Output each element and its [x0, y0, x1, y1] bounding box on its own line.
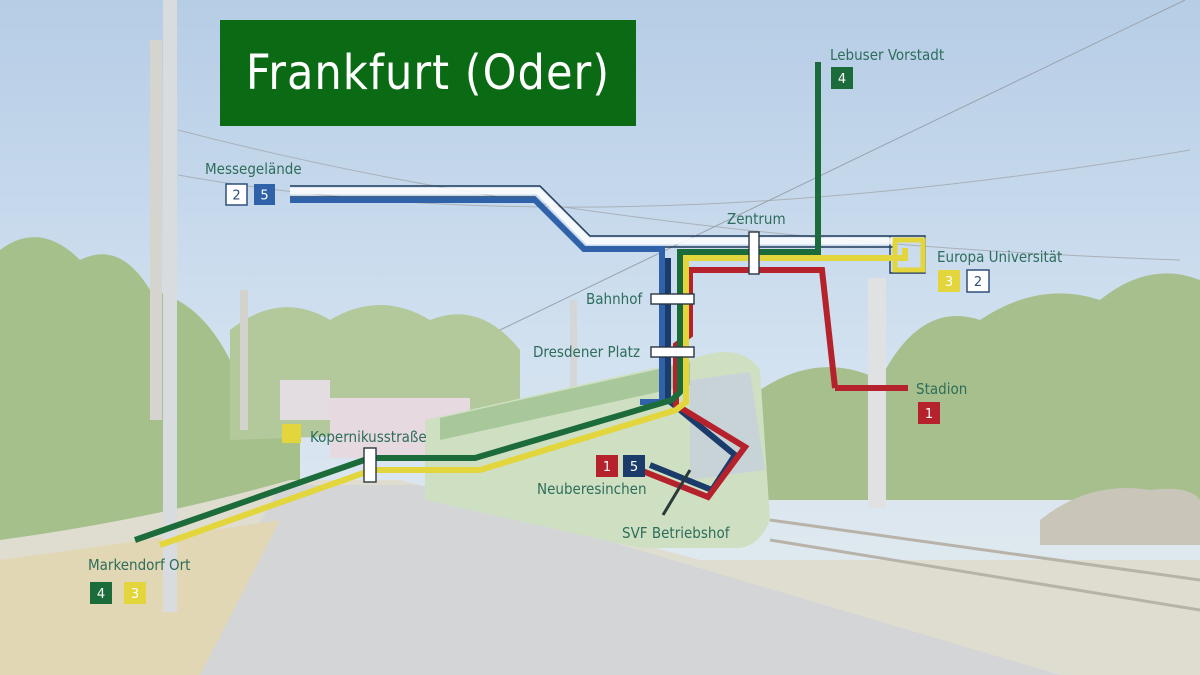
station-markers	[363, 231, 760, 483]
bahnhof-stop-marker	[650, 293, 695, 305]
label-messegelaende: Messegelände	[205, 160, 302, 178]
title-panel-container: Frankfurt (Oder)	[220, 20, 636, 126]
label-bahnhof: Bahnhof	[586, 290, 643, 308]
line-badges: 2 5 4 3 2 1 1 5 4 3	[90, 67, 990, 604]
label-kopernikusstrasse: Kopernikusstraße	[310, 428, 427, 446]
badge-messe-5: 5	[260, 189, 268, 204]
station-labels: Messegelände Lebuser Vorstadt Zentrum Eu…	[88, 46, 1062, 574]
kopernikusstrasse-marker	[282, 424, 301, 443]
depot-spur	[661, 469, 692, 516]
label-stadion: Stadion	[916, 380, 967, 398]
label-zentrum: Zentrum	[727, 210, 786, 228]
badge-stadion-1: 1	[925, 407, 933, 422]
line-4-route	[134, 62, 821, 543]
badge-messe-2: 2	[232, 189, 240, 204]
label-svf-betriebshof: SVF Betriebshof	[622, 524, 731, 542]
label-markendorf-ort: Markendorf Ort	[88, 556, 190, 574]
page-title: Frankfurt (Oder)	[245, 45, 611, 101]
badge-lebuser-4: 4	[838, 72, 846, 87]
dresdener-platz-stop-marker	[650, 346, 695, 358]
europa-universitaet-loop	[892, 237, 926, 273]
badge-neube-1: 1	[603, 460, 611, 475]
badge-markendorf-3: 3	[131, 587, 139, 602]
badge-europa-3: 3	[945, 275, 953, 290]
badge-markendorf-4: 4	[97, 587, 105, 602]
badge-neube-5: 5	[630, 460, 638, 475]
line-1-route	[638, 267, 908, 501]
line-3-route	[158, 248, 908, 548]
label-dresdener-platz: Dresdener Platz	[533, 343, 640, 361]
zentrum-stop-marker	[748, 231, 760, 275]
label-neuberesinchen: Neuberesinchen	[537, 480, 647, 498]
label-lebuser-vorstadt: Lebuser Vorstadt	[830, 46, 944, 64]
route-corridor-fill	[290, 187, 895, 245]
kopernikusstrasse-stop-marker	[363, 447, 377, 483]
badge-europa-2: 2	[974, 275, 982, 290]
title-panel	[220, 20, 636, 126]
label-europa-universitaet: Europa Universität	[937, 248, 1062, 266]
